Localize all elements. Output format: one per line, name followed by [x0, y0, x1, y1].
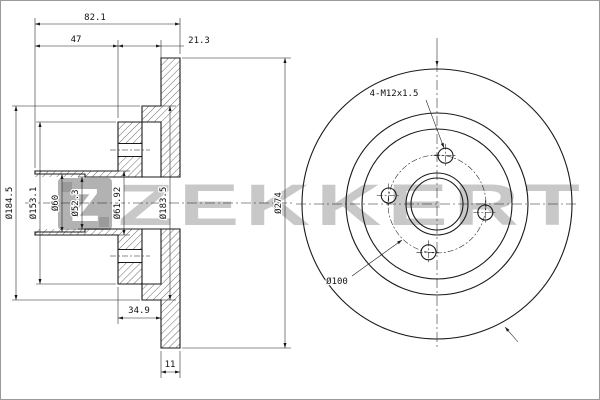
bolt-circle-label: Ø100	[326, 276, 348, 287]
dim-bore-step-dia-label: Ø60	[50, 195, 61, 211]
extension-lines	[12, 18, 291, 378]
dim-inner-band-dia-label: Ø183.5	[158, 187, 169, 220]
dim-outer-dia-label: Ø274	[273, 192, 284, 214]
brand-watermark-text: ZEKKERT	[118, 173, 586, 238]
bolt-hole	[376, 183, 401, 208]
bolt-spec-leader-line	[425, 99, 445, 149]
dim-hub-dia-label: Ø61.92	[112, 187, 123, 220]
dim-pilot-dia-label: Ø153.1	[28, 187, 39, 220]
bolt-hole	[416, 240, 441, 265]
section-view: 82.1 47 21.3 Ø184.5 Ø153.1 Ø60 Ø52.3 Ø61…	[3, 12, 293, 378]
bolt-hole	[433, 143, 458, 168]
dimension-lines	[14, 22, 287, 374]
rim-pointer-arrow-icon	[504, 326, 519, 343]
dim-total-width-label: 82.1	[84, 13, 106, 23]
logo-corner-square	[62, 182, 72, 192]
bolt-holes	[376, 143, 498, 265]
bolt-circle-leader-line	[351, 239, 403, 277]
bolt-hole	[473, 200, 498, 225]
bolt-spec-label: 4-M12x1.5	[370, 89, 419, 99]
dim-hat-depth-label: 21.3	[188, 36, 210, 46]
logo-letter: Z	[71, 179, 99, 231]
dim-mount-offset-label: 34.9	[128, 306, 150, 316]
dim-disc-thickness-label: 11	[165, 360, 176, 370]
logo-corner-square	[99, 217, 109, 227]
dim-centre-bore-dia-label: Ø52.3	[70, 189, 81, 216]
front-view: 4-M12x1.5 Ø100	[296, 38, 578, 350]
dim-hub-length-label: 47	[71, 35, 82, 45]
zekkert-logo: Z	[58, 178, 112, 231]
watermark: Z ZEKKERT	[58, 173, 586, 238]
dim-flange-dia-label: Ø184.5	[4, 187, 15, 220]
